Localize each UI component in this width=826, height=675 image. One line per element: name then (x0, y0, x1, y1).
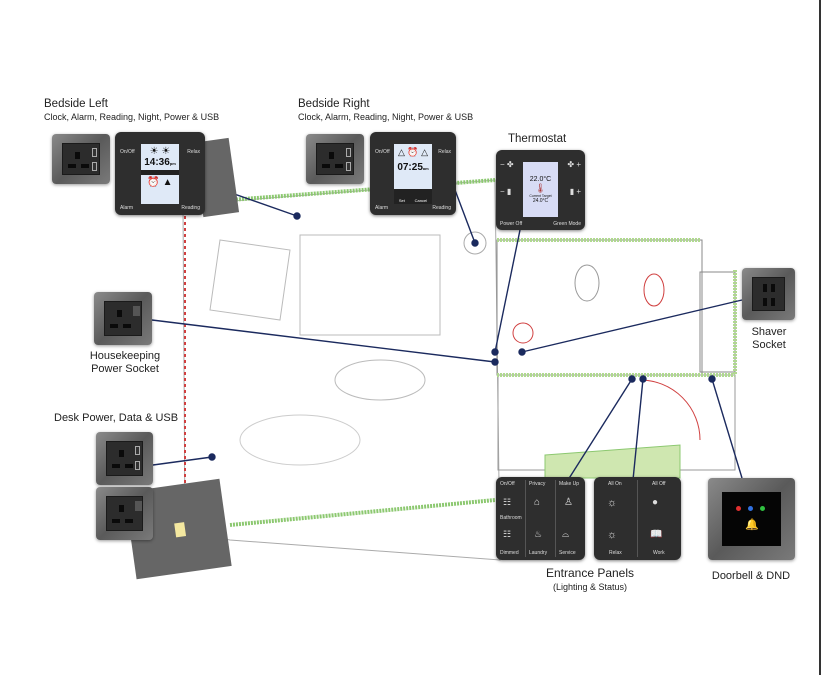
key-privacy[interactable]: Privacy (529, 481, 546, 487)
floor-plan-hatched-walls (184, 178, 737, 527)
cancel-button[interactable]: Cancel (414, 198, 428, 203)
entrance-label: Entrance Panels (545, 566, 635, 580)
sun-icon: ☼ (607, 497, 618, 509)
key-bathroom[interactable]: Bathroom (500, 515, 522, 521)
housekeeping-label-line1: Housekeeping (89, 350, 161, 362)
desk-label: Desk Power, Data & USB (54, 412, 179, 424)
bedside-left-subtitle: Clock, Alarm, Reading, Night, Power & US… (44, 112, 220, 122)
thermostat-title: Thermostat (508, 133, 567, 145)
dnd-led (736, 506, 741, 511)
cleaner-icon: ♙ (564, 497, 573, 508)
clock-screen: ☀ ☀ 14:36pm ⏰ ▲ (141, 144, 179, 204)
status-led (748, 506, 753, 511)
key-dimmed[interactable]: Dimmed (500, 550, 519, 556)
laundry-icon: ♨ (534, 529, 543, 539)
relax-bulb-icon: ☼ (607, 529, 618, 541)
shaver-socket (742, 268, 795, 320)
bedside-right-title: Bedside Right (298, 98, 370, 110)
key-alarm[interactable]: Alarm (120, 205, 134, 211)
book-icon: 📖 (650, 529, 663, 540)
fan-up-button[interactable]: ✤ + (567, 160, 581, 169)
target-label: Current Target (529, 194, 552, 198)
desk-socket-data (96, 487, 153, 540)
key-on-off[interactable]: On/Off (120, 149, 135, 155)
bedside-left-socket (52, 134, 110, 184)
key-relax[interactable]: Relax (609, 550, 622, 556)
entrance-panel-lighting: All On All Off ☼ ● ☼ 📖 Relax Work (594, 477, 681, 560)
current-temp: 22.0°C (529, 176, 552, 183)
bell-icon[interactable]: 🔔 (745, 519, 759, 531)
key-laundry[interactable]: Laundry (529, 550, 548, 556)
alarm-screen: △ ⏰ △ 07:25am Set Cancel (394, 144, 432, 204)
alarm-time: 07:25 (397, 162, 423, 173)
service-icon: ⌓ (562, 529, 570, 539)
key-service[interactable]: Service (559, 550, 576, 556)
key-on-off[interactable]: On/Off (375, 149, 390, 155)
page-right-border (819, 0, 821, 675)
ready-led (760, 506, 765, 511)
power-off-button[interactable]: Power Off (500, 221, 523, 227)
key-relax[interactable]: Relax (438, 149, 451, 155)
temp-down-button[interactable]: − ▮ (500, 187, 512, 196)
key-on-off[interactable]: On/Off (500, 481, 515, 487)
clock-suffix: pm (169, 161, 176, 166)
entrance-panel-status: On/Off Privacy Make Up ☷ ⌂ ♙ Bathroom ☷ … (496, 477, 585, 560)
set-button[interactable]: Set (398, 198, 405, 203)
temp-up-button[interactable]: ▮ + (569, 187, 581, 196)
clock-time: 14:36 (144, 157, 170, 168)
thermostat-screen: 22.0°C 🌡 Current Target 24.0°C (523, 162, 558, 217)
target-temp: 24.0°C (532, 198, 549, 204)
thermometer-icon: 🌡 (534, 183, 547, 193)
door-hanger-icon: ⌂ (534, 497, 541, 508)
key-make-up[interactable]: Make Up (559, 481, 580, 487)
key-all-on[interactable]: All On (608, 481, 622, 487)
light-icons: ☀ ☀ (149, 146, 171, 157)
bedside-left-panel: On/Off Relax Alarm Reading ☀ ☀ 14:36pm ⏰… (115, 132, 205, 215)
alarm-shower-icons: ⏰ ▲ (147, 177, 173, 188)
desk-socket-usb (96, 432, 153, 485)
fan-down-button[interactable]: − ✤ (500, 160, 514, 169)
bedside-right-subtitle: Clock, Alarm, Reading, Night, Power & US… (298, 112, 474, 122)
green-mode-button[interactable]: Green Mode (553, 221, 581, 227)
shower-icon: ☷ (503, 497, 512, 507)
key-alarm[interactable]: Alarm (375, 205, 389, 211)
alarm-suffix: am (422, 166, 429, 171)
doorbell-label: Doorbell & DND (711, 570, 791, 582)
key-all-off[interactable]: All Off (652, 481, 666, 487)
key-reading[interactable]: Reading (432, 205, 451, 211)
bedside-right-socket (306, 134, 364, 184)
connector-lines (151, 181, 743, 481)
bulb-icon: ● (652, 497, 659, 508)
alarm-icon: △ ⏰ △ (397, 147, 429, 157)
key-relax[interactable]: Relax (187, 149, 200, 155)
shaver-label-line2: Socket (752, 339, 786, 351)
key-reading[interactable]: Reading (181, 205, 200, 211)
thermostat-panel: − ✤ ✤ + − ▮ ▮ + Power Off Green Mode 22.… (496, 150, 585, 230)
entrance-sublabel: (Lighting & Status) (552, 582, 628, 592)
shaver-label-line1: Shaver (751, 326, 787, 338)
housekeeping-socket (94, 292, 152, 345)
doorbell-panel: 🔔 (708, 478, 795, 560)
housekeeping-label-line2: Power Socket (91, 363, 159, 375)
bedside-left-title: Bedside Left (44, 98, 108, 110)
shower-dim-icon: ☷ (503, 529, 512, 539)
bedside-right-panel: On/Off Relax Alarm Reading △ ⏰ △ 07:25am… (370, 132, 456, 215)
key-work[interactable]: Work (653, 550, 665, 556)
